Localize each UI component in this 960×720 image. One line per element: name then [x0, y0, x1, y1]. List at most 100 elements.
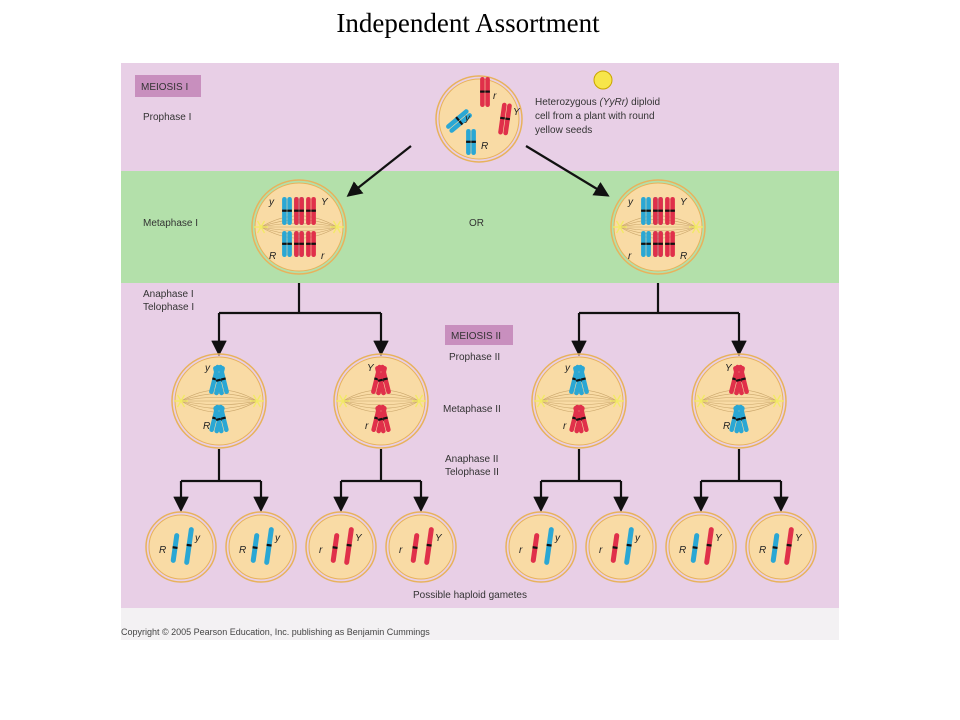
allele-label: r — [319, 545, 323, 556]
gamete-1: Ry — [145, 511, 217, 583]
spindle-fiber — [180, 397, 258, 402]
allele-label: r — [563, 421, 567, 432]
spindle-fiber — [619, 226, 697, 235]
chromatid — [670, 231, 675, 257]
cell-cytoplasm — [438, 78, 520, 160]
gamete-5: ry — [505, 511, 577, 583]
allele-label: Y — [513, 107, 521, 118]
centrosome-icon — [610, 394, 624, 408]
allele-label: R — [239, 545, 246, 556]
cell-membrane — [305, 511, 377, 583]
spindle-fiber — [540, 400, 618, 405]
cell-cytoplasm — [388, 514, 454, 580]
allele-label: r — [628, 251, 632, 262]
allele-label: r — [493, 91, 497, 102]
chromatid — [213, 405, 224, 434]
chromatid — [380, 404, 391, 433]
centrosome-icon — [330, 220, 344, 234]
chromatid — [213, 366, 224, 396]
allele-label: y — [268, 197, 275, 208]
gamete-4: rY — [385, 511, 457, 583]
chromatid — [646, 231, 651, 257]
spindle-fiber — [260, 226, 338, 239]
allele-label: R — [481, 141, 488, 152]
metaphase-ii-cell-3: yr — [531, 353, 627, 449]
spindle-fibers — [342, 389, 420, 413]
duplicated-chromosome — [573, 404, 589, 434]
telophase-ii-label: Telophase II — [445, 467, 499, 478]
cell-cytoplasm — [228, 514, 294, 580]
allele-label: R — [759, 545, 766, 556]
chromatid — [424, 527, 434, 565]
spindle-fiber — [619, 223, 697, 228]
allele-label: r — [399, 545, 403, 556]
chromatid — [530, 533, 540, 563]
page-title: Independent Assortment — [336, 8, 600, 38]
gametes-label: Possible haploid gametes — [413, 590, 527, 601]
chromatid — [294, 197, 299, 225]
allele-label: Y — [680, 197, 688, 208]
spindle-fiber — [342, 397, 420, 402]
chromatid — [641, 197, 646, 225]
parent-note-line-2: cell from a plant with round — [535, 111, 655, 122]
gamete-3: rY — [305, 511, 377, 583]
spindle-fiber — [342, 393, 420, 402]
spindle-fiber — [180, 400, 258, 405]
allele-label: R — [159, 545, 166, 556]
cell-cytoplasm — [588, 514, 654, 580]
chromatid — [466, 129, 471, 155]
spindle-fiber — [260, 223, 338, 228]
independent-assortment-figure: MEIOSIS I MEIOSIS II Prophase I Metaphas… — [121, 63, 839, 640]
parent-note-line-3: yellow seeds — [535, 125, 592, 136]
chromatid — [330, 533, 340, 563]
meiosis-ii-label: MEIOSIS II — [451, 331, 501, 342]
duplicated-chromosome — [573, 364, 589, 396]
chromatid — [733, 366, 744, 396]
centrosome-icon — [770, 394, 784, 408]
duplicated-chromosome — [213, 404, 229, 434]
chromatid — [641, 231, 646, 257]
chromatid — [578, 404, 589, 433]
round-yellow-seed-icon — [593, 70, 613, 90]
allele-label: R — [680, 251, 687, 262]
allele-label: r — [599, 545, 603, 556]
duplicated-chromosome — [466, 129, 476, 155]
chromatid — [658, 197, 663, 225]
telophase-i-label: Telophase I — [143, 302, 194, 313]
spindle-fibers — [619, 215, 697, 239]
allele-label: y — [194, 533, 201, 544]
chromatid — [658, 231, 663, 257]
or-label: OR — [469, 218, 484, 229]
gamete-8: RY — [745, 511, 817, 583]
chromatid — [573, 366, 584, 396]
cell-cytoplasm — [748, 514, 814, 580]
cell-membrane — [435, 75, 523, 163]
chromatid — [375, 405, 386, 434]
chromatid — [670, 197, 675, 225]
duplicated-chromosome — [294, 231, 304, 257]
parent-note-line-1: Heterozygous (YyRr) diploid — [535, 97, 660, 108]
chromatid — [573, 405, 584, 434]
chromatid — [646, 197, 651, 225]
duplicated-chromosome — [665, 197, 675, 225]
duplicated-chromosome — [641, 197, 651, 225]
chromatid — [410, 533, 420, 563]
chromatid — [184, 527, 194, 565]
metaphase-ii-cell-4: YR — [691, 353, 787, 449]
allele-label: y — [464, 113, 471, 124]
chromatid — [299, 197, 304, 225]
chromatid — [311, 231, 316, 257]
chromatid — [311, 197, 316, 225]
centrosome-icon — [412, 394, 426, 408]
duplicated-chromosome — [375, 364, 391, 396]
allele-label: R — [679, 545, 686, 556]
spindle-fiber — [619, 215, 697, 228]
chromatid — [733, 405, 744, 434]
metaphase-ii-cell-1: yR — [171, 353, 267, 449]
spindle-fibers — [260, 215, 338, 239]
cell-membrane — [665, 511, 737, 583]
chromatid — [299, 231, 304, 257]
duplicated-chromosome — [294, 197, 304, 225]
chromatid — [503, 103, 512, 136]
